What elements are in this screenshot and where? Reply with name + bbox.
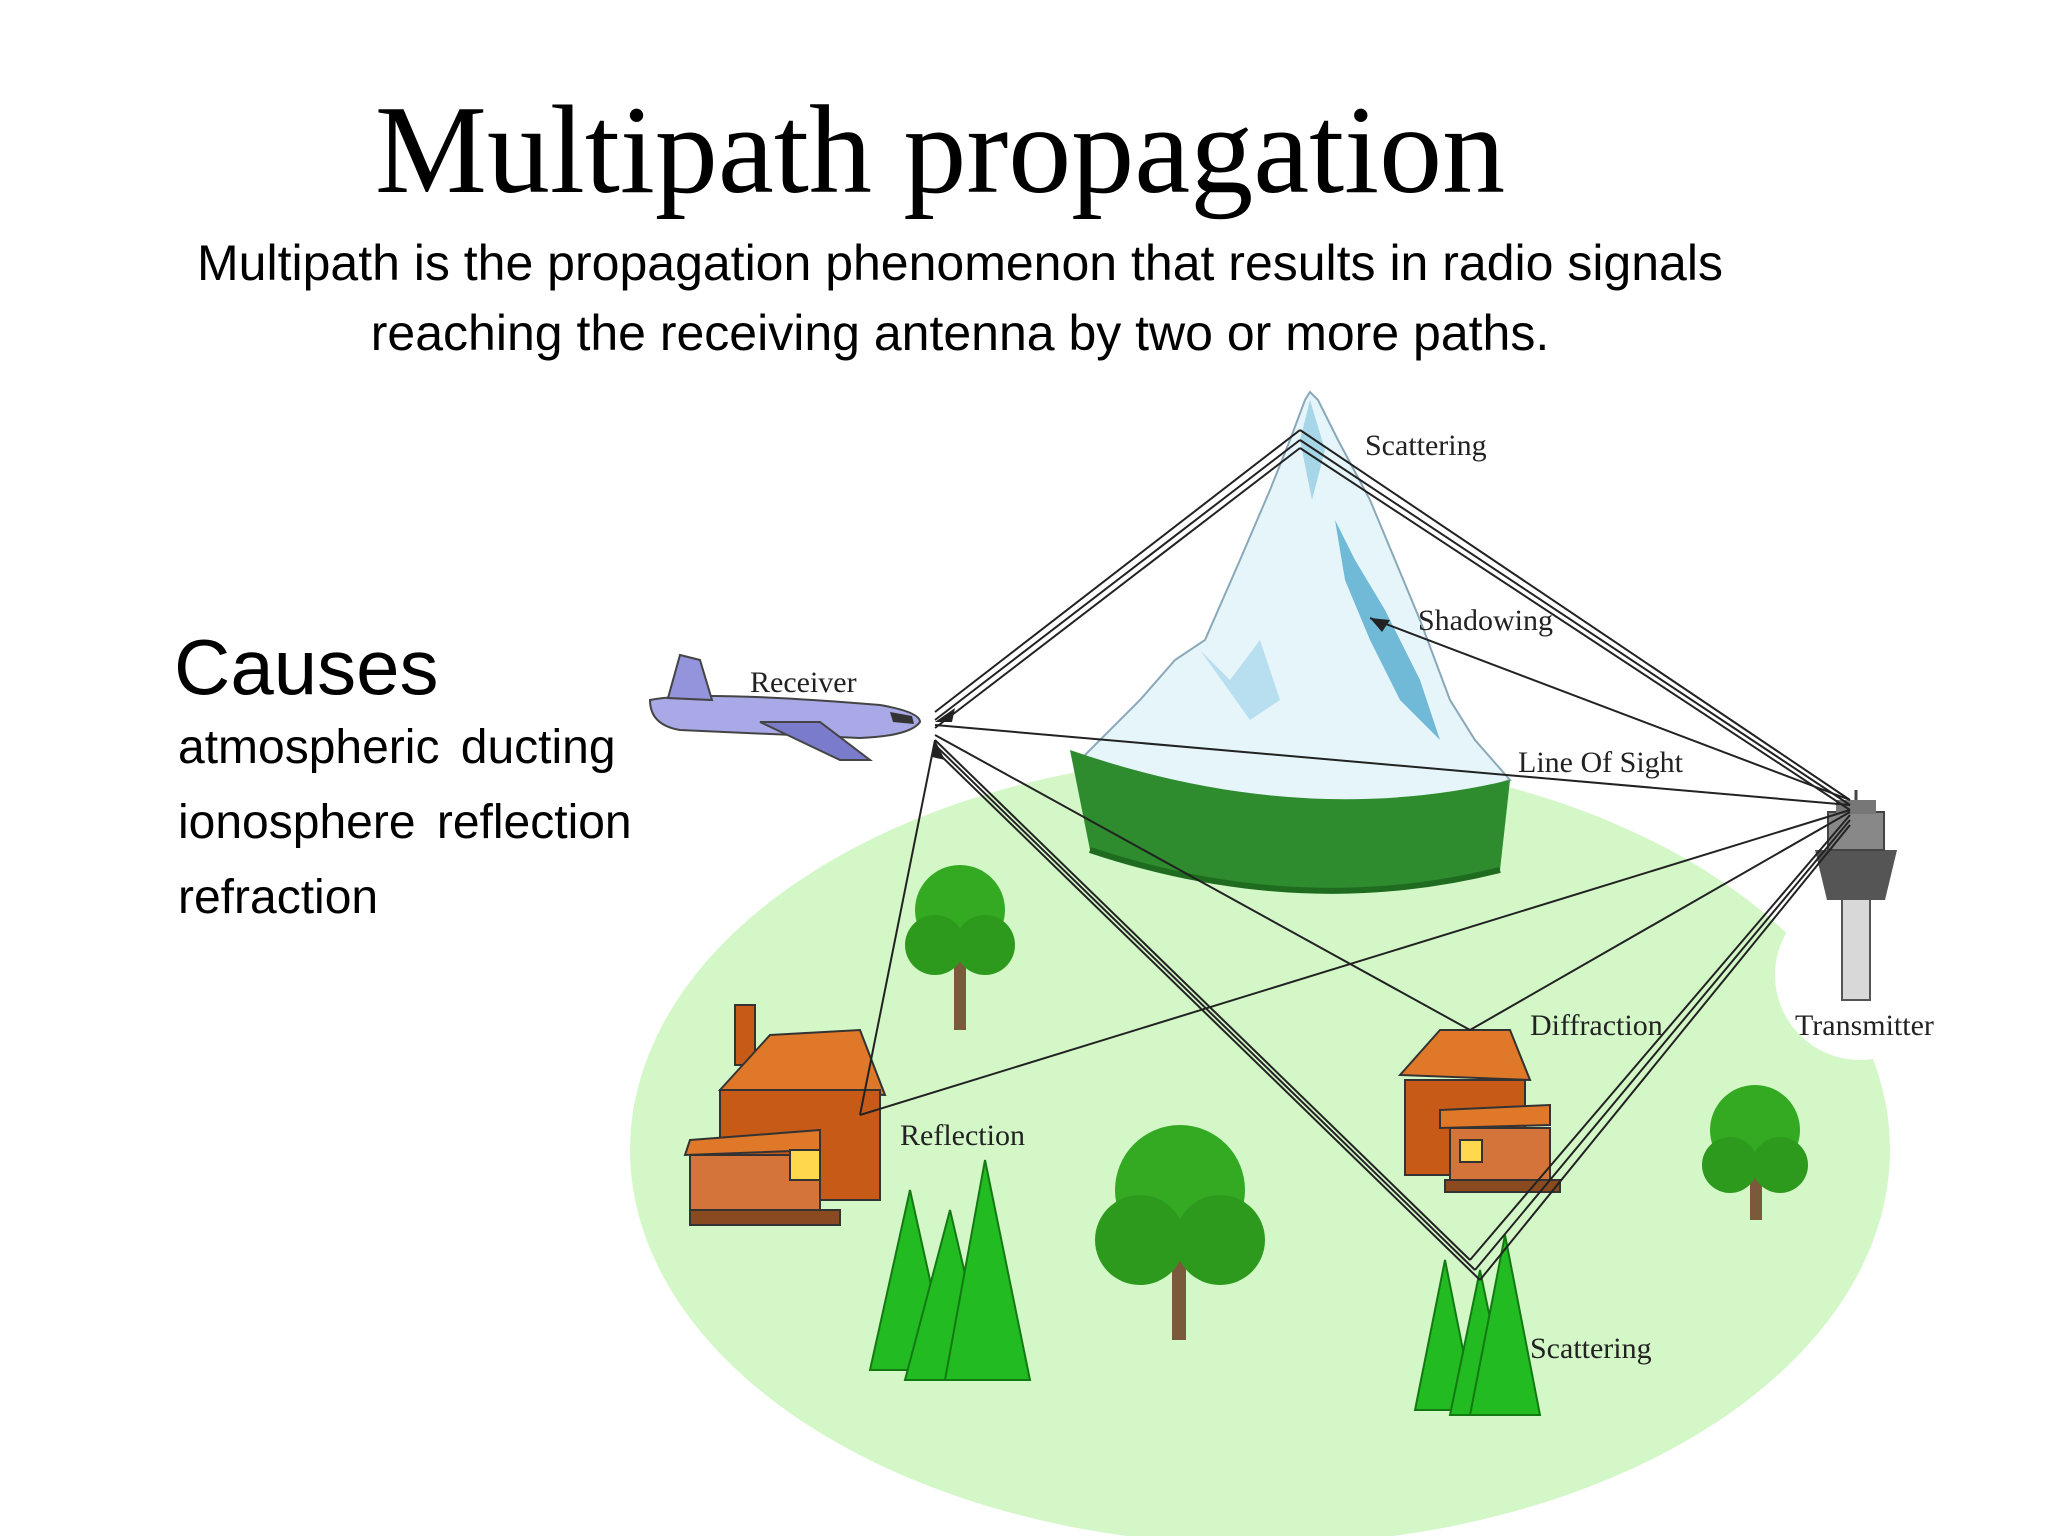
pine-trees [1413,1234,1542,1416]
cause-item: ionosphere reflection [178,796,632,849]
label-line-of-sight: Line Of Sight [1518,746,1684,779]
mountain [1070,390,1512,894]
causes-heading: Causes [174,623,439,711]
tree [1702,1085,1808,1220]
tree [1095,1125,1265,1340]
label-diffraction: Diffraction [1530,1009,1663,1042]
signal-arrowheads [932,618,1390,760]
pine-trees [868,1159,1032,1381]
label-scattering-bottom: Scattering [1530,1332,1652,1365]
label-receiver: Receiver [750,666,857,699]
label-transmitter: Transmitter [1795,1009,1934,1042]
airplane [648,653,922,761]
page-subtitle: Multipath is the propagation phenomenon … [197,235,1723,361]
tree [905,865,1015,1030]
signal-paths [859,429,1851,1281]
label-scattering-top: Scattering [1365,429,1487,462]
house-diffraction [1397,1029,1561,1193]
page-title: Multipath propagation [374,81,1506,220]
cause-item: refraction [178,871,379,924]
label-shadowing: Shadowing [1418,604,1553,637]
causes-list: atmospheric ducting ionosphere reflectio… [178,716,640,941]
cause-item: atmospheric ducting [178,721,616,774]
label-reflection: Reflection [900,1119,1025,1152]
house-reflection [683,1004,887,1226]
